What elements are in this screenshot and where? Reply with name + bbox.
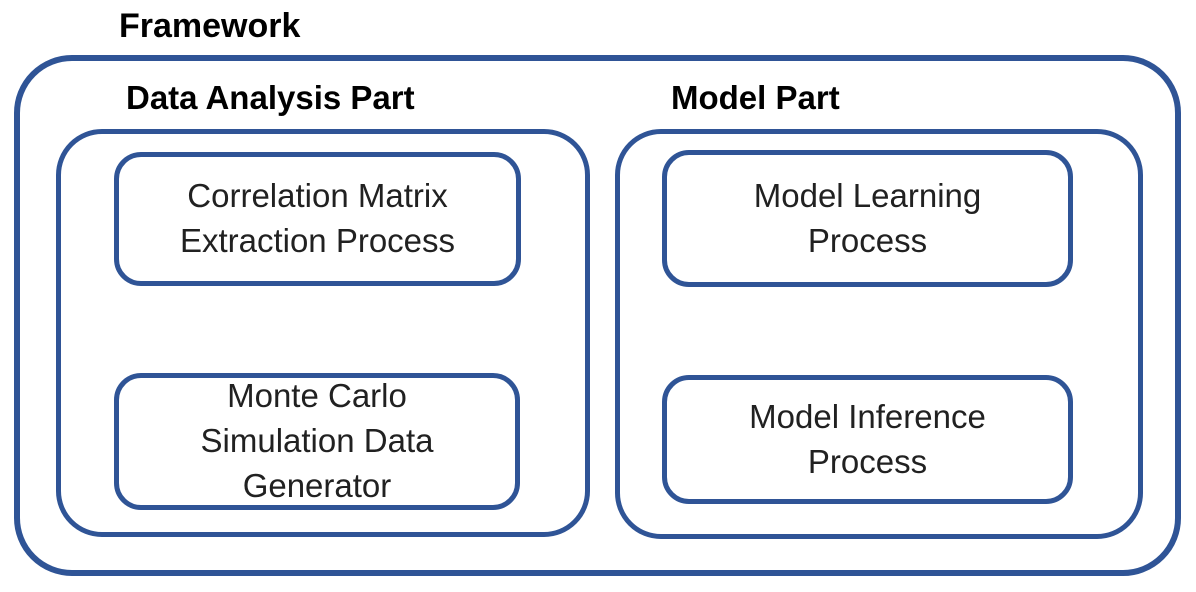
monte-carlo-simulation-data-generator-label: Monte Carlo Simulation Data Generator <box>200 377 434 504</box>
framework-outer-box: Data Analysis Part Model Part Correlatio… <box>14 55 1181 576</box>
model-part-label: Model Part <box>671 79 840 116</box>
model-part-box: Model Learning Process Model Inference P… <box>615 129 1143 539</box>
data-analysis-part-box: Correlation Matrix Extraction Process Mo… <box>56 129 590 537</box>
framework-title: Framework <box>119 7 301 45</box>
correlation-matrix-extraction-process-box: Correlation Matrix Extraction Process <box>114 152 521 286</box>
monte-carlo-simulation-data-generator-box: Monte Carlo Simulation Data Generator <box>114 373 520 510</box>
correlation-matrix-extraction-process-label: Correlation Matrix Extraction Process <box>179 177 456 259</box>
model-learning-process-box: Model Learning Process <box>662 150 1073 287</box>
model-inference-process-label: Model Inference Process <box>749 397 986 480</box>
model-learning-process-label: Model Learning Process <box>753 176 982 259</box>
model-inference-process-box: Model Inference Process <box>662 375 1073 504</box>
data-analysis-part-label: Data Analysis Part <box>126 79 415 116</box>
